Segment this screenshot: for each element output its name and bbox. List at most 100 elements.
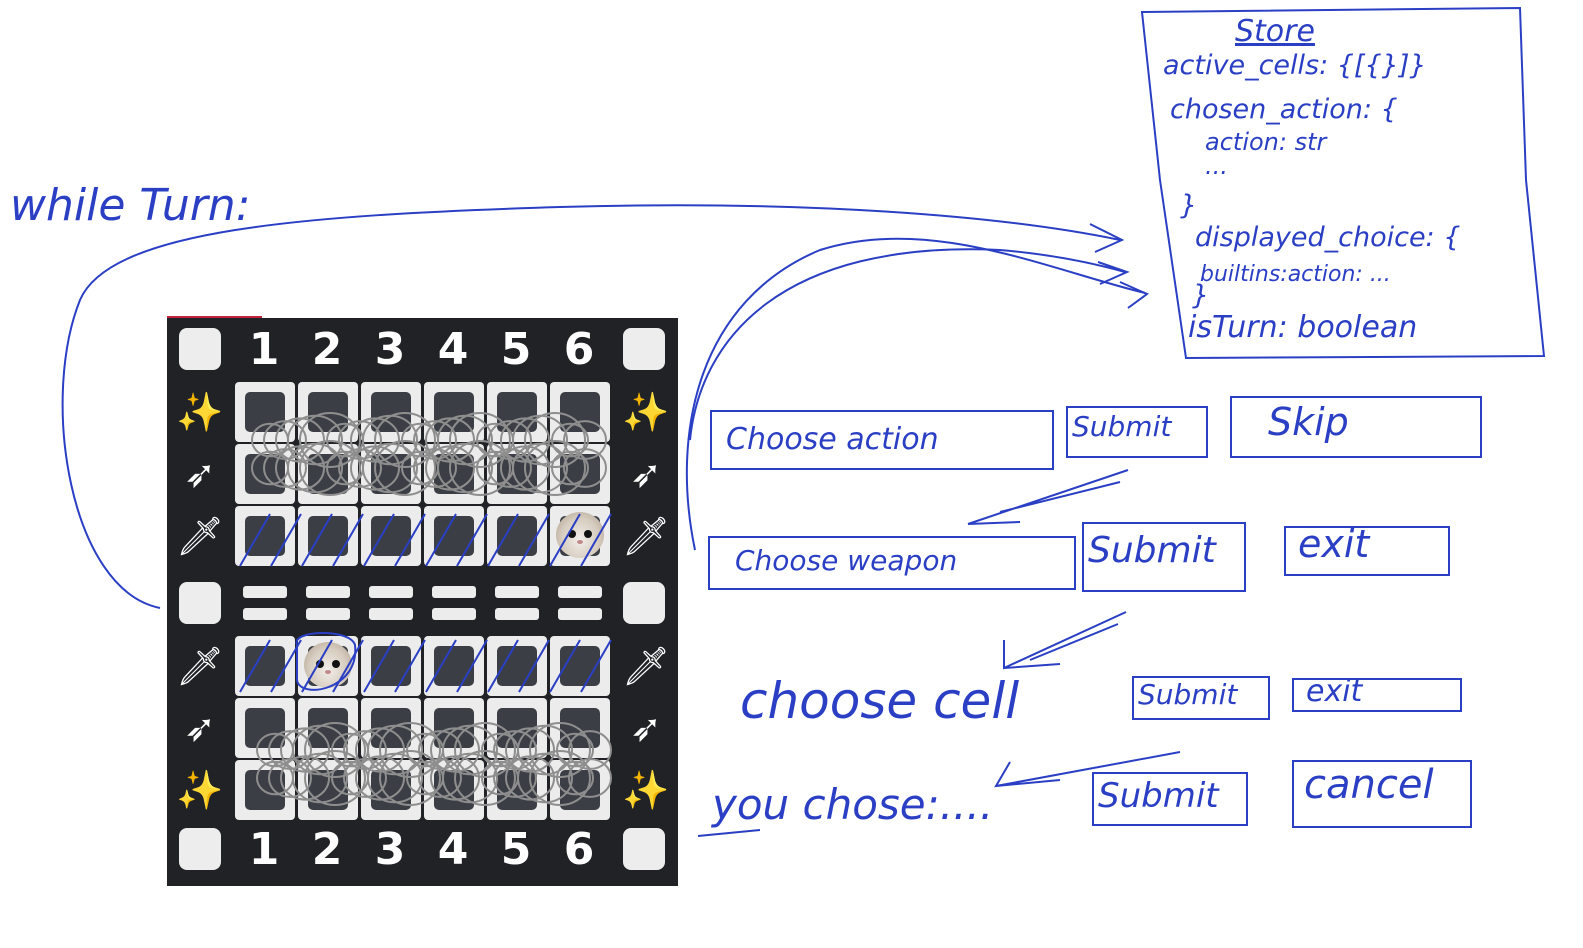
board-cell[interactable] — [361, 382, 421, 442]
cell-inner — [497, 516, 537, 556]
board-cell[interactable] — [235, 444, 295, 504]
store-title: Store — [1235, 14, 1315, 49]
cell-inner — [308, 392, 348, 432]
board-cell[interactable] — [487, 636, 547, 696]
cell-inner — [371, 708, 411, 748]
while-turn-label: while Turn: — [10, 180, 251, 231]
board-cell[interactable] — [550, 382, 610, 442]
exit-cell-button[interactable] — [1292, 678, 1462, 712]
cell-inner — [560, 646, 600, 686]
cancel-button[interactable] — [1292, 760, 1472, 828]
hamster-nose — [577, 540, 583, 544]
exit-weapon-button[interactable] — [1284, 526, 1450, 576]
store-line: chosen_action: { — [1170, 94, 1398, 125]
board-cell[interactable] — [298, 760, 358, 820]
cancel-label: cancel — [1304, 762, 1434, 808]
hand-sparkles-icon: ✨ — [622, 768, 670, 812]
column-number: 3 — [374, 824, 406, 875]
arrowhead — [1097, 261, 1130, 285]
divider-mark — [558, 608, 602, 620]
hamster-eye — [332, 660, 340, 668]
board-cell[interactable] — [235, 506, 295, 566]
cell-inner — [434, 516, 474, 556]
divider-mark — [306, 586, 350, 598]
board-cell[interactable] — [424, 698, 484, 758]
sword-icon: 🗡 — [621, 644, 671, 688]
exit-weapon-label: exit — [1298, 522, 1370, 566]
submit-weapon-label: Submit — [1088, 530, 1216, 571]
board-cell[interactable] — [550, 636, 610, 696]
board-cell[interactable] — [424, 636, 484, 696]
column-number: 2 — [311, 824, 343, 875]
board-cell[interactable] — [487, 698, 547, 758]
board-cell[interactable] — [424, 506, 484, 566]
board-cell[interactable] — [487, 506, 547, 566]
submit-final-button[interactable] — [1092, 772, 1248, 826]
cell-inner — [245, 392, 285, 432]
divider-mark — [432, 608, 476, 620]
board-cell[interactable] — [298, 382, 358, 442]
corner-square — [179, 582, 221, 624]
skip-label: Skip — [1268, 400, 1349, 444]
board-cell[interactable] — [424, 760, 484, 820]
hamster-piece[interactable] — [556, 512, 604, 558]
board-cell[interactable] — [361, 760, 421, 820]
board-cell[interactable] — [361, 636, 421, 696]
column-number: 1 — [248, 324, 280, 375]
skip-button[interactable] — [1230, 396, 1482, 458]
board-cell[interactable] — [235, 760, 295, 820]
cell-inner — [308, 708, 348, 748]
board-cell[interactable] — [361, 698, 421, 758]
board-cell[interactable] — [361, 444, 421, 504]
board-cell[interactable] — [487, 444, 547, 504]
cell-inner — [497, 708, 537, 748]
divider-mark — [495, 608, 539, 620]
bow-arrow-icon: ➶ — [630, 706, 662, 750]
cell-inner — [371, 392, 411, 432]
hamster-eye — [568, 530, 576, 538]
board-cell[interactable] — [235, 382, 295, 442]
bow-arrow-icon: ➶ — [184, 706, 216, 750]
cell-inner — [308, 454, 348, 494]
hand-sparkles-icon: ✨ — [622, 390, 670, 434]
board-cell[interactable] — [550, 760, 610, 820]
board-cell[interactable] — [487, 382, 547, 442]
board-cell[interactable] — [298, 506, 358, 566]
store-line: action: str — [1205, 128, 1327, 156]
hand-sparkles-icon: ✨ — [176, 768, 224, 812]
board-cell[interactable] — [298, 698, 358, 758]
board-cell[interactable] — [424, 444, 484, 504]
divider-mark — [495, 586, 539, 598]
store-arrow-2 — [685, 237, 1146, 551]
cell-inner — [371, 770, 411, 810]
choose-weapon-field[interactable] — [708, 536, 1076, 590]
hamster-piece[interactable] — [304, 642, 352, 688]
board-cell[interactable] — [550, 444, 610, 504]
you-chose-line — [697, 829, 761, 837]
column-number: 1 — [248, 824, 280, 875]
board-cell[interactable] — [487, 760, 547, 820]
submit-action-button[interactable] — [1066, 406, 1208, 458]
board-cell[interactable] — [235, 698, 295, 758]
board-cell[interactable] — [235, 636, 295, 696]
board-cell[interactable] — [424, 382, 484, 442]
bow-arrow-icon: ➶ — [630, 452, 662, 496]
cell-inner — [434, 708, 474, 748]
cell-inner — [371, 454, 411, 494]
board-cell[interactable] — [298, 444, 358, 504]
corner-square — [623, 828, 665, 870]
column-number: 6 — [563, 824, 595, 875]
column-number: 4 — [437, 324, 469, 375]
cell-inner — [434, 454, 474, 494]
board-cell[interactable] — [550, 698, 610, 758]
submit-weapon-button[interactable] — [1082, 522, 1246, 592]
cell-inner — [497, 646, 537, 686]
submit-cell-button[interactable] — [1132, 676, 1270, 720]
column-number: 2 — [311, 324, 343, 375]
corner-square — [179, 828, 221, 870]
choose-weapon-label: Choose weapon — [735, 544, 958, 577]
choose-action-field[interactable] — [710, 410, 1054, 470]
cell-inner — [560, 392, 600, 432]
store-line: isTurn: boolean — [1188, 310, 1418, 345]
board-cell[interactable] — [361, 506, 421, 566]
